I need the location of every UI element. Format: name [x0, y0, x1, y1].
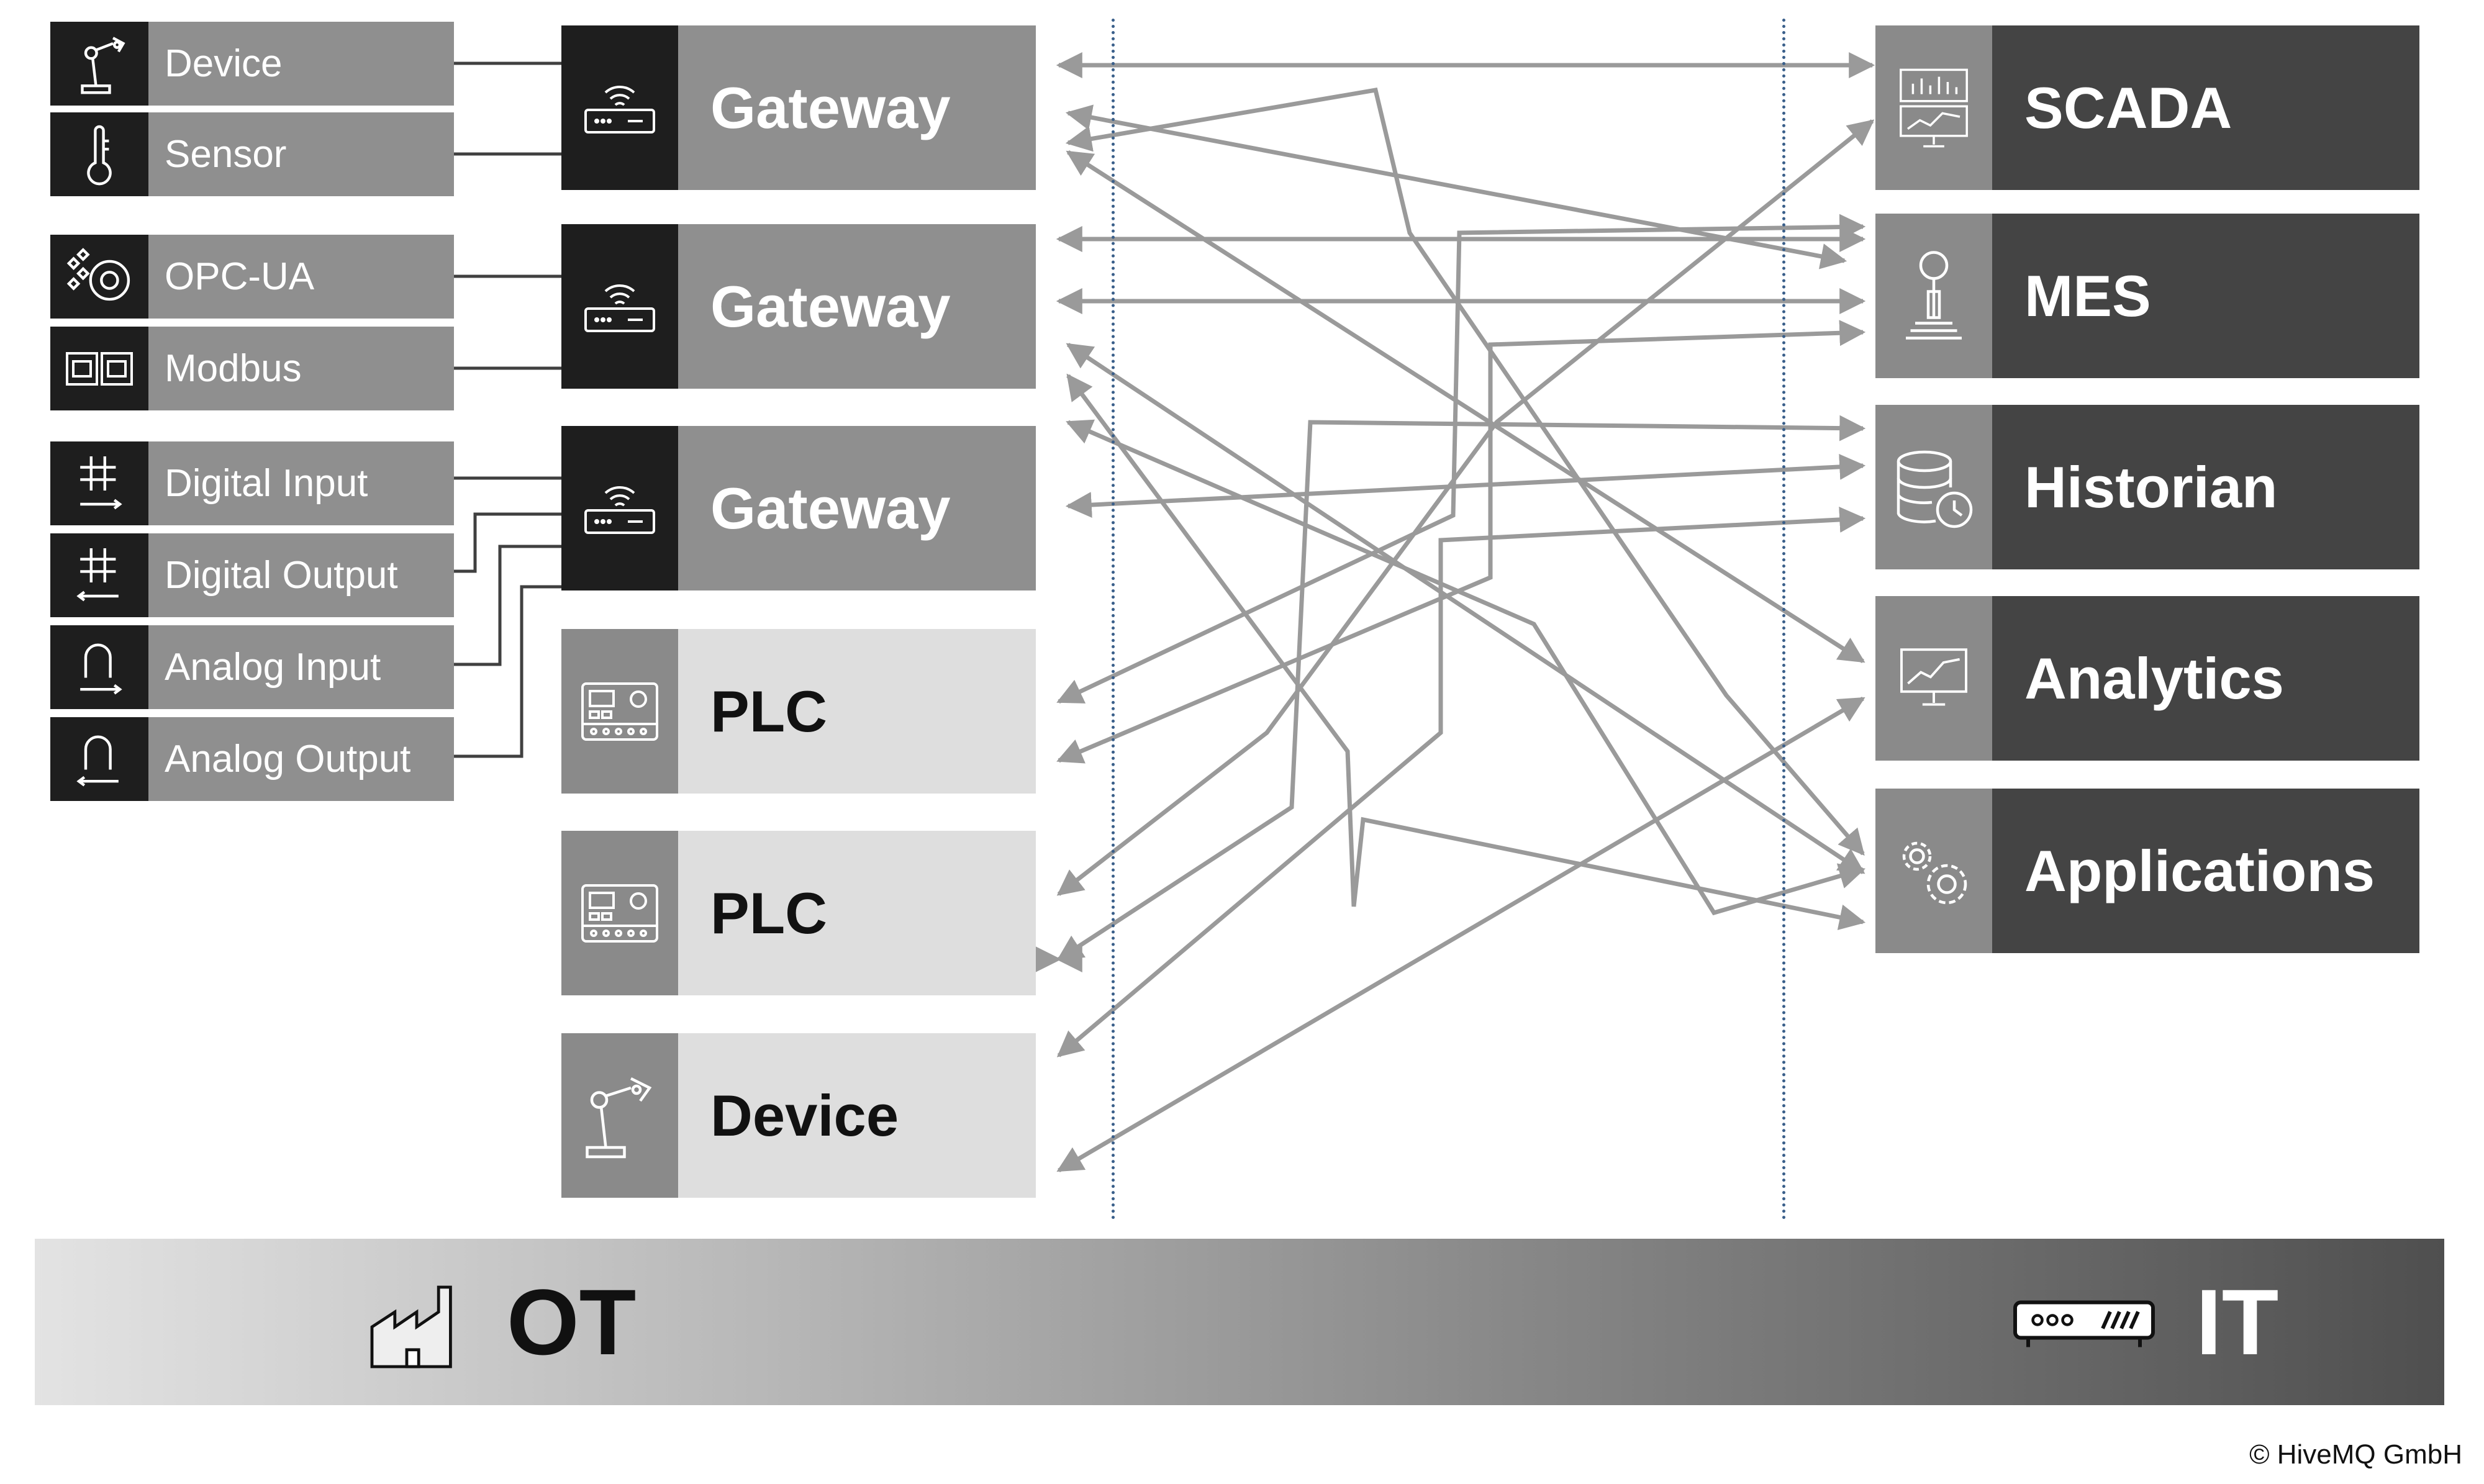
historian-node: Historian — [1875, 405, 2419, 569]
monitor-trend-icon — [1875, 596, 1992, 761]
source-label: Sensor — [165, 133, 287, 176]
plc-label: PLC — [678, 831, 1036, 995]
gateway-label: Gateway — [678, 426, 1036, 590]
router-icon — [561, 25, 678, 190]
it-boundary-line — [1782, 19, 1785, 1220]
robot-arm-icon — [50, 22, 148, 106]
server-rack-icon — [2013, 1300, 2155, 1347]
source-label: Device — [165, 42, 283, 85]
ot-label: OT — [507, 1269, 637, 1374]
plc-controller-icon — [561, 629, 678, 794]
scada-node: SCADA — [1875, 25, 2419, 190]
data-flow-arrows — [1059, 52, 1875, 1173]
source-digital-input: Digital Input — [50, 441, 454, 525]
joystick-icon — [1875, 214, 1992, 378]
it-section: IT — [2010, 1239, 2278, 1405]
source-label: Analog Output — [165, 738, 411, 780]
digital-output-icon — [50, 533, 148, 617]
gateway-2: Gateway — [561, 224, 1036, 389]
source-modbus: Modbus — [50, 327, 454, 410]
source-opcua: OPC-UA — [50, 235, 454, 319]
monitor-chart-icon — [1875, 25, 1992, 190]
mes-node: MES — [1875, 214, 2419, 378]
source-label: Digital Output — [165, 554, 398, 597]
gateway-label: Gateway — [678, 224, 1036, 389]
analog-output-icon — [50, 717, 148, 801]
source-label: OPC-UA — [165, 255, 315, 298]
plc-2: PLC — [561, 831, 1036, 995]
source-sensor: Sensor — [50, 112, 454, 196]
it-label: SCADA — [1992, 25, 2419, 190]
gateway-1: Gateway — [561, 25, 1036, 190]
gateway-label: Gateway — [678, 25, 1036, 190]
factory-icon — [370, 1285, 452, 1369]
device-node: Device — [561, 1033, 1036, 1198]
source-label: Modbus — [165, 347, 302, 390]
analytics-node: Analytics — [1875, 596, 2419, 761]
plc-controller-icon — [561, 831, 678, 995]
ethernet-ports-icon — [50, 327, 148, 410]
robot-arm-icon — [561, 1033, 678, 1198]
source-analog-output: Analog Output — [50, 717, 454, 801]
opcua-logo-icon — [50, 235, 148, 319]
source-label: Digital Input — [165, 462, 368, 505]
source-digital-output: Digital Output — [50, 533, 454, 617]
thermometer-icon — [50, 112, 148, 196]
it-label: Analytics — [1992, 596, 2419, 761]
ot-it-banner: OT IT — [35, 1239, 2444, 1405]
copyright-notice: © HiveMQ GmbH — [2249, 1439, 2462, 1470]
it-label: MES — [1992, 214, 2419, 378]
analog-input-icon — [50, 625, 148, 709]
source-analog-input: Analog Input — [50, 625, 454, 709]
router-icon — [561, 224, 678, 389]
database-clock-icon — [1875, 405, 1992, 569]
gateway-3: Gateway — [561, 426, 1036, 590]
source-links — [454, 61, 561, 758]
it-label: Applications — [1992, 789, 2419, 953]
digital-input-icon — [50, 441, 148, 525]
source-label: Analog Input — [165, 646, 381, 689]
plc-label: PLC — [678, 629, 1036, 794]
it-label: Historian — [1992, 405, 2419, 569]
gears-icon — [1875, 789, 1992, 953]
source-device: Device — [50, 22, 454, 106]
plc-1: PLC — [561, 629, 1036, 794]
router-icon — [561, 426, 678, 590]
ot-boundary-line — [1112, 19, 1115, 1220]
ot-section: OT — [364, 1239, 636, 1405]
applications-node: Applications — [1875, 789, 2419, 953]
it-label: IT — [2196, 1269, 2279, 1374]
device-label: Device — [678, 1033, 1036, 1198]
